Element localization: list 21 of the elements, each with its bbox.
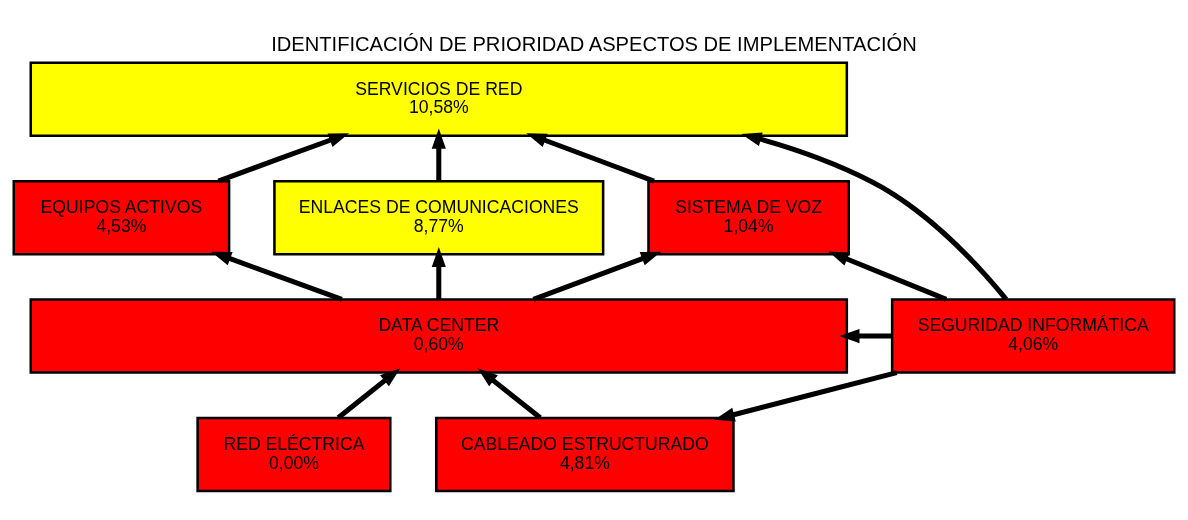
arrow xyxy=(211,251,343,302)
arrow xyxy=(477,367,542,420)
node-box: SISTEMA DE VOZ 1,04% xyxy=(647,179,850,255)
arrow xyxy=(217,132,350,183)
node-box: EQUIPOS ACTIVOS 4,53% xyxy=(12,179,231,255)
node-box: SEGURIDAD INFORMÁTICA 4,06% xyxy=(890,297,1176,374)
node-box: DATA CENTER 0,60% xyxy=(29,297,849,374)
arrow xyxy=(431,246,446,299)
arrow xyxy=(526,132,655,183)
arrow xyxy=(741,131,1009,301)
arrow xyxy=(532,251,662,302)
arrow xyxy=(839,328,892,343)
node-box: RED ELÉCTRICA 0,00% xyxy=(196,416,392,492)
node-box: ENLACES DE COMUNICACIONES 8,77% xyxy=(273,179,605,255)
arrow xyxy=(336,367,401,420)
arrow xyxy=(828,250,948,302)
diagram-title: IDENTIFICACIÓN DE PRIORIDAD ASPECTOS DE IMPLEMENTACIÓN xyxy=(271,32,917,55)
arrow xyxy=(714,369,898,421)
node-box: SERVICIOS DE RED 10,58% xyxy=(29,61,849,137)
arrow xyxy=(431,128,446,181)
node-box: CABLEADO ESTRUCTURADO 4,81% xyxy=(435,416,735,492)
